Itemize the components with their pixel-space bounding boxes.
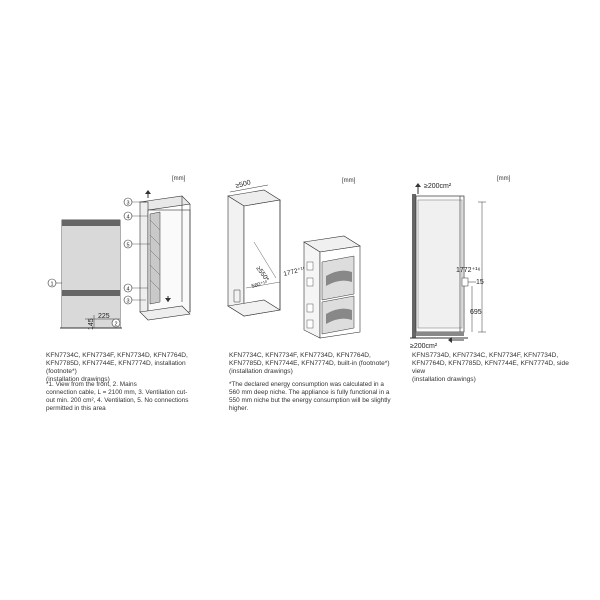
ventilation-top-label: ≥200cm² — [424, 183, 452, 190]
unit-label: [mm] — [497, 176, 511, 182]
callout-5: 5 — [127, 243, 130, 249]
front-installation-footnote: *1. View from the front, 2. Mains connec… — [46, 381, 189, 412]
ventilation-bottom-label: ≥200cm² — [410, 343, 438, 350]
dimension-height: 1772⁺¹⁶ — [283, 266, 307, 278]
dimension-width: 560⁺¹⁰ — [251, 279, 269, 290]
dimension-depth-top: ≥500 — [235, 179, 252, 190]
front-view-drawing: 225 145 1 2 3 4 5 4 3 — [47, 190, 191, 330]
dimension-height-side: 1772⁺¹⁶ — [456, 267, 481, 274]
front-installation-caption: KFN7734C, KFN7734F, KFN7734D, KFN7764D, … — [46, 352, 188, 384]
callout-3-bottom: 3 — [127, 299, 130, 305]
callout-1-left: 1 — [51, 282, 54, 288]
side-view-caption: KFNS7734D, KFN7734C, KFN7734F, KFN7734D,… — [412, 352, 569, 384]
dimension-145: 145 — [88, 318, 95, 330]
built-in-caption: KFN7734C, KFN7734F, KFN7734D, KFN7764D, … — [229, 352, 390, 376]
callout-3-top: 3 — [127, 201, 130, 207]
built-in-drawing: ≥500 ≥550* 1772⁺¹⁶ 560⁺¹⁰ — [227, 179, 361, 339]
unit-label: [mm] — [342, 178, 356, 184]
built-in-footnote: *The declared energy consumption was cal… — [229, 381, 391, 412]
callout-4-top: 4 — [127, 215, 130, 221]
callout-2-left: 2 — [115, 322, 118, 328]
dimension-15: 15 — [476, 279, 484, 286]
callout-4-bottom: 4 — [127, 287, 130, 293]
dimension-225: 225 — [98, 313, 110, 320]
unit-label: [mm] — [172, 176, 186, 182]
side-view-drawing: ≥200cm² 1772⁺¹⁶ 15 695 ≥200cm² — [410, 183, 486, 350]
dimension-695: 695 — [470, 309, 482, 316]
